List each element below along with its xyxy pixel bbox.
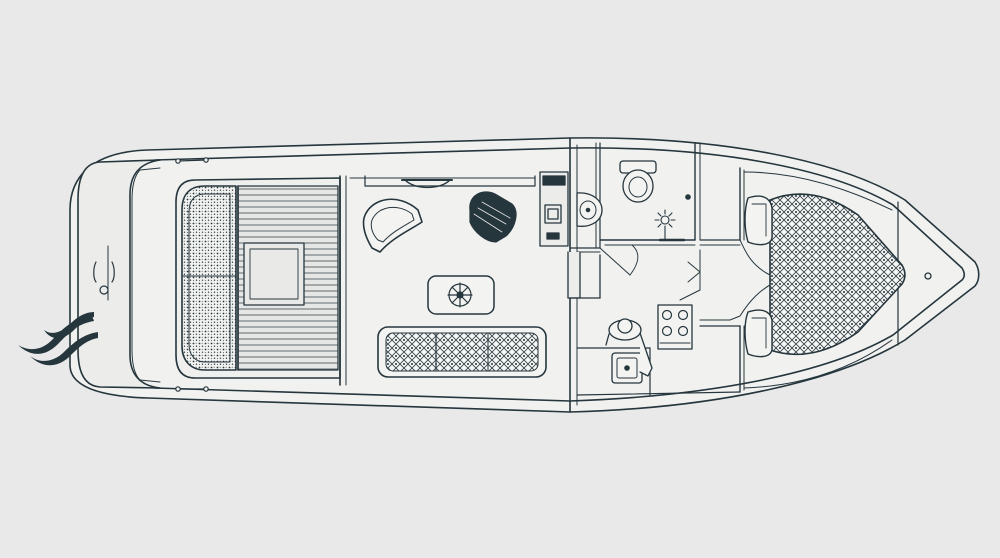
aft-swim-platform [77,159,161,389]
wake-icon [18,312,98,366]
shower-icon [654,209,686,242]
washbasin-icon [576,192,603,227]
galley [576,297,741,396]
helm-seat [362,198,423,253]
saloon-sofa [377,326,547,378]
forward-cabin [743,171,893,389]
pillow-icon [744,195,773,358]
companion-seat [469,191,517,243]
saloon-table [427,275,495,315]
sink-icon [611,352,643,384]
v-berth [744,193,906,358]
stove-icon [657,304,693,350]
cleat-icon [175,157,209,392]
cleat-icon [93,261,115,295]
aft-bench-seat [181,185,237,371]
compass-rose-icon [447,282,473,308]
toilet-icon [619,160,657,203]
cockpit-sole-grating [237,185,339,371]
shower [654,194,691,242]
helm-console [401,171,569,247]
day-head [569,142,701,276]
person-icon [605,318,653,377]
saloon [339,175,536,386]
anchor-locker [924,272,932,280]
